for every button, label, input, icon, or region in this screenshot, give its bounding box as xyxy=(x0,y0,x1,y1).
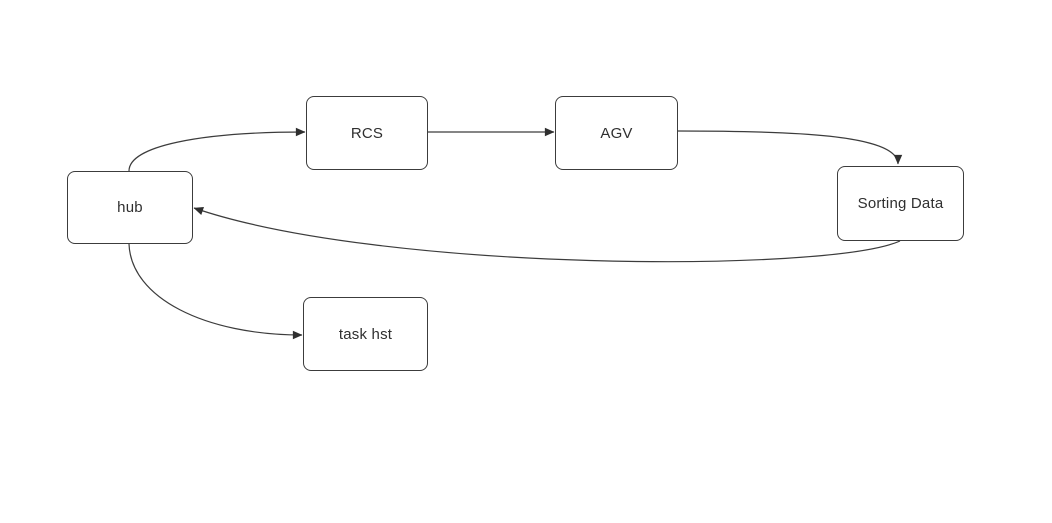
node-sorting-data[interactable]: Sorting Data xyxy=(837,166,964,241)
node-sorting-data-label: Sorting Data xyxy=(857,195,944,212)
edge-hub-to-task-hst[interactable] xyxy=(128,243,303,340)
node-rcs-label: RCS xyxy=(350,124,384,142)
node-hub-label: hub xyxy=(117,199,143,216)
node-hub[interactable]: hub xyxy=(67,171,193,244)
node-task-hst-label: task hst xyxy=(338,325,393,343)
edge-sorting-data-to-hub[interactable] xyxy=(193,206,901,263)
node-agv-label: AGV xyxy=(600,124,633,142)
node-task-hst[interactable]: task hst xyxy=(303,297,428,371)
node-rcs[interactable]: RCS xyxy=(306,96,428,170)
edge-hub-to-rcs[interactable] xyxy=(128,127,306,172)
node-agv[interactable]: AGV xyxy=(555,96,678,170)
edge-agv-to-sorting-data[interactable] xyxy=(677,130,903,165)
